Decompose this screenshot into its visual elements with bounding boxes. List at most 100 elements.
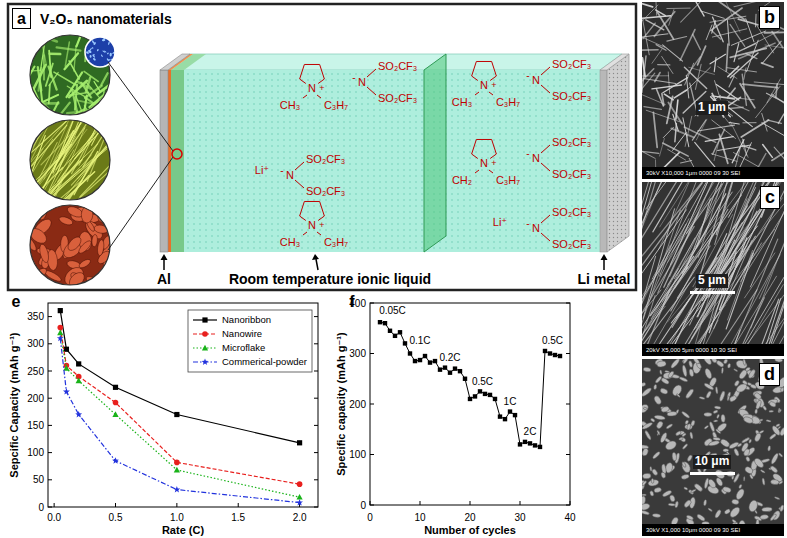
flake <box>710 359 717 364</box>
rate-annotation: 0.2C <box>439 352 460 363</box>
data-marker <box>418 358 422 362</box>
fiber <box>49 73 58 86</box>
atom-label: N <box>308 82 316 94</box>
flake <box>679 437 684 440</box>
tick <box>370 454 374 455</box>
flake <box>769 513 777 521</box>
separator <box>424 54 446 252</box>
tick <box>370 505 374 506</box>
fiber <box>676 222 742 317</box>
fiber <box>101 90 104 118</box>
flake <box>748 439 752 444</box>
electrode-label: Li metal <box>578 272 631 287</box>
flake <box>714 406 721 410</box>
fiber <box>656 246 747 356</box>
panel-letter-box: c <box>760 186 780 209</box>
atom-label: N <box>358 76 366 88</box>
charge-sign: + <box>319 221 324 231</box>
data-marker <box>398 330 402 334</box>
li-plate-texture <box>607 54 629 252</box>
flake <box>679 376 688 382</box>
group-label: SO₂CF₃ <box>552 168 591 180</box>
fiber <box>642 182 672 240</box>
fiber <box>64 53 78 69</box>
flake <box>753 392 762 401</box>
arrow-head <box>601 254 608 260</box>
atom-label: N <box>532 74 540 86</box>
flake <box>683 487 688 491</box>
texture <box>642 182 784 356</box>
pointer-arrow <box>163 259 165 270</box>
flake <box>92 40 95 44</box>
data-marker <box>57 335 64 342</box>
data-marker <box>75 411 82 418</box>
flake <box>719 391 726 402</box>
ring-bond <box>318 79 324 83</box>
bond <box>367 87 376 95</box>
flake <box>93 58 97 62</box>
flake <box>760 469 765 473</box>
fiber <box>101 73 107 85</box>
ring-bond <box>320 64 325 79</box>
flake <box>654 487 662 493</box>
data-marker <box>58 308 63 313</box>
ring-bond <box>300 64 305 79</box>
fiber <box>33 88 40 105</box>
fiber <box>761 63 772 67</box>
fiber <box>77 82 90 89</box>
fiber <box>743 122 756 123</box>
fiber <box>698 182 762 317</box>
data-marker <box>423 354 427 358</box>
rate-annotation: 1C <box>504 396 517 407</box>
flake <box>738 484 742 489</box>
atom-label: N <box>532 222 540 234</box>
tick <box>370 353 374 354</box>
fiber <box>642 37 665 47</box>
sem-info-bar <box>642 344 784 356</box>
fiber <box>739 43 775 59</box>
data-marker <box>503 417 507 421</box>
flake <box>656 430 660 436</box>
panel-letter: c <box>765 188 775 208</box>
flake <box>767 446 771 452</box>
fiber <box>87 83 100 98</box>
tick-label: 300 <box>349 348 366 359</box>
flake <box>107 52 109 54</box>
ring-bond <box>472 139 477 154</box>
tick <box>314 452 318 453</box>
data-marker <box>202 345 208 351</box>
fiber <box>39 68 42 91</box>
fiber <box>666 214 762 347</box>
ring-bond <box>472 76 478 80</box>
fiber <box>49 112 86 190</box>
data-marker <box>458 369 462 373</box>
flake <box>91 234 97 247</box>
flake <box>685 388 695 399</box>
fiber <box>742 265 784 356</box>
tick-label: 50 <box>33 474 44 485</box>
data-marker <box>413 359 417 363</box>
flake <box>652 513 661 518</box>
flake <box>713 420 718 423</box>
fiber <box>772 94 784 109</box>
fiber <box>642 49 658 51</box>
data-marker <box>64 347 69 352</box>
panel-letter: b <box>764 8 775 28</box>
data-marker <box>113 400 119 406</box>
flake <box>680 460 691 473</box>
flake <box>729 395 738 403</box>
li-plate-side <box>607 54 629 252</box>
tick-label: 0.0 <box>47 512 61 523</box>
flake <box>676 393 681 397</box>
flake <box>659 387 668 395</box>
tick-label: 0 <box>360 500 366 511</box>
data-marker <box>174 412 179 417</box>
data-marker <box>388 329 392 333</box>
fiber <box>659 138 664 156</box>
bond <box>541 67 550 75</box>
flake <box>770 452 779 464</box>
fiber <box>700 11 724 19</box>
fiber <box>650 219 688 297</box>
tick <box>48 371 52 372</box>
flake <box>671 383 684 397</box>
